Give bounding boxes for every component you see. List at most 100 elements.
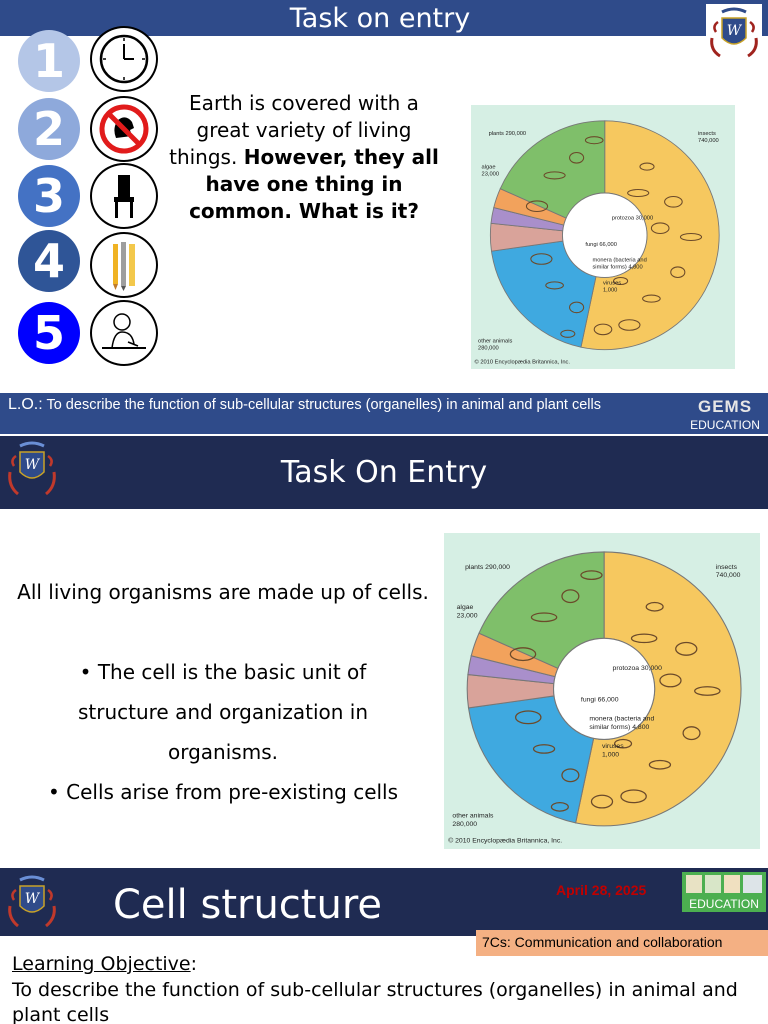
- svg-text:W: W: [727, 23, 743, 39]
- organism-drawing: [648, 759, 672, 770]
- bullet-basic-unit-text: The cell is the basic unit of structure …: [77, 660, 369, 764]
- organism-drawing: [530, 612, 558, 623]
- organism-drawing: [580, 570, 603, 580]
- lo-body: To describe the function of sub-cellular…: [46, 397, 601, 413]
- slide-task-on-entry-2: W Task On Entry All living organisms are…: [0, 436, 768, 868]
- organism-drawing: [614, 738, 633, 749]
- seven-cs-badge: 7Cs: Communication and collaboration: [476, 930, 768, 956]
- cell-theory-text: All living organisms are made up of cell…: [12, 572, 434, 812]
- learning-objective-text: L.O.: To describe the function of sub-ce…: [8, 396, 686, 414]
- seven-cs-text: 7Cs: Communication and collaboration: [482, 934, 723, 950]
- organism-drawing: [639, 162, 655, 171]
- bullet-pre-existing-text: Cells arise from pre-existing cells: [66, 780, 399, 804]
- organism-drawing: [645, 601, 664, 612]
- bullet-pre-existing: • Cells arise from pre-existing cells: [12, 772, 434, 812]
- gems-education-label: EDUCATION: [690, 418, 760, 432]
- no-talking-icon: [90, 96, 158, 162]
- learning-objective-heading: Learning Objective:: [12, 952, 197, 976]
- wheel-label: similar forms) 4,800: [589, 724, 649, 731]
- intro-line: All living organisms are made up of cell…: [17, 580, 429, 604]
- organism-drawing: [569, 151, 585, 164]
- wheel-label: similar forms) 4,800: [592, 265, 642, 271]
- wheel-label: 280,000: [452, 821, 477, 828]
- organism-drawing: [664, 195, 683, 208]
- gems-education-logo: GEMS EDUCATION: [683, 396, 768, 432]
- organism-drawing: [509, 647, 537, 662]
- bullet-dot: •: [47, 780, 67, 804]
- wheel-label: 740,000: [716, 572, 741, 579]
- organism-drawing: [620, 789, 647, 804]
- organism-drawing: [590, 794, 614, 809]
- organism-drawing: [642, 294, 661, 303]
- organism-drawing: [560, 329, 576, 338]
- date-label: April 28, 2025: [556, 882, 647, 898]
- wheel-label: plants 290,000: [465, 564, 510, 571]
- organism-drawing: [561, 589, 580, 604]
- organism-drawing: [670, 266, 686, 279]
- wheel-label: algae: [482, 164, 496, 170]
- wheel-label: 280,000: [478, 346, 499, 352]
- organism-drawing: [675, 641, 698, 656]
- wheel-label: plants 290,000: [489, 131, 527, 137]
- entry-question: Earth is covered with a great variety of…: [168, 90, 440, 225]
- wheel-label: 23,000: [482, 171, 500, 177]
- lo-prefix: L.O.:: [8, 396, 43, 413]
- wheel-label: insects: [698, 131, 716, 137]
- wheel-label: fungi 66,000: [581, 697, 619, 704]
- slide-task-on-entry-1: Task on entry W 1 2 3 4 5: [0, 0, 768, 434]
- organism-drawing: [613, 276, 629, 286]
- wheel-label: algae: [457, 604, 474, 611]
- student-writing-icon: [90, 300, 158, 366]
- lo-label: Learning Objective: [12, 953, 191, 975]
- step-number-2: 2: [18, 98, 80, 160]
- chair-icon: [90, 163, 158, 229]
- species-wheel-image: plants 290,000algae23,000insects740,000p…: [444, 533, 760, 849]
- question-bold: However, they all have one thing in comm…: [189, 145, 439, 223]
- organism-drawing: [530, 253, 553, 265]
- lo-colon: :: [190, 953, 198, 975]
- organism-drawing: [630, 633, 658, 644]
- step-number-3: 3: [18, 165, 80, 227]
- wheel-label: © 2010 Encyclopædia Britannica, Inc.: [475, 359, 571, 366]
- title-bar: [0, 868, 768, 936]
- school-crest-logo: W: [8, 441, 56, 496]
- school-crest-logo: W: [706, 4, 762, 66]
- wheel-label: protozoa 30,000: [612, 215, 653, 221]
- svg-text:W: W: [25, 891, 41, 907]
- step-number-1: 1: [18, 30, 80, 92]
- clock-icon: [90, 26, 158, 92]
- title-bar: [0, 436, 768, 509]
- organism-drawing: [543, 171, 566, 180]
- organism-drawing: [584, 136, 604, 145]
- wheel-label: 740,000: [698, 138, 719, 144]
- pencils-icon: [90, 232, 158, 298]
- slide-cell-structure: W Cell structure April 28, 2025 EDUCATIO…: [0, 868, 768, 1024]
- gems-wordmark: GEMS: [698, 397, 752, 416]
- organism-drawing: [627, 188, 650, 198]
- organism-drawing: [593, 323, 613, 336]
- learning-objective-body: To describe the function of sub-cellular…: [12, 979, 738, 1024]
- question-plain: Earth is covered with a great variety of…: [169, 91, 419, 169]
- organism-drawing: [525, 200, 549, 213]
- wheel-label: other animals: [478, 339, 512, 345]
- wheel-label: other animals: [452, 812, 494, 819]
- wheel-label: 1,000: [603, 288, 617, 294]
- organism-drawing: [569, 301, 585, 314]
- gems-education-logo: EDUCATION: [682, 872, 766, 912]
- organism-drawing: [514, 710, 542, 725]
- wheel-label: monera (bacteria and: [589, 715, 654, 722]
- organism-drawing: [694, 686, 721, 696]
- organism-drawing: [545, 281, 564, 290]
- wheel-center: [553, 637, 656, 740]
- school-crest-logo: W: [8, 875, 56, 928]
- slide-title: Task on entry: [289, 3, 471, 34]
- step-number-5: 5: [18, 302, 80, 364]
- organism-drawing: [679, 232, 703, 242]
- organism-drawing: [650, 222, 670, 235]
- gems-education-label: EDUCATION: [689, 897, 759, 911]
- slide-title: Cell structure: [113, 882, 383, 928]
- wheel-label: fungi 66,000: [585, 242, 616, 248]
- wheel-label: 1,000: [602, 751, 619, 758]
- organism-drawing: [618, 319, 641, 331]
